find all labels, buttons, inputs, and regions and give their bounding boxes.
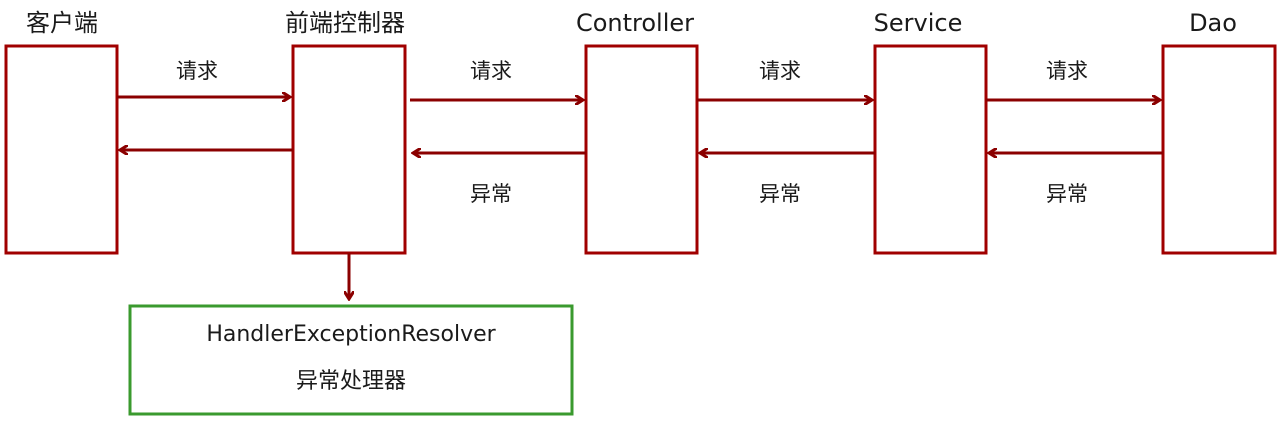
controller-title: Controller	[576, 9, 694, 37]
request-label-4: 请求	[1046, 59, 1088, 83]
exception-label-2: 异常	[759, 182, 801, 206]
request-label-2: 请求	[470, 59, 512, 83]
front-controller-title: 前端控制器	[285, 9, 405, 37]
exception-handler-box	[128, 304, 574, 416]
dao-box	[1161, 44, 1277, 255]
request-label-3: 请求	[759, 59, 801, 83]
dao-title: Dao	[1189, 9, 1237, 37]
service-box	[873, 44, 988, 255]
exception-label-1: 异常	[470, 182, 512, 206]
request-label-1: 请求	[176, 59, 218, 83]
client-box	[4, 44, 119, 255]
service-title: Service	[874, 9, 963, 37]
client-title: 客户端	[26, 9, 98, 37]
handler-subtitle: 异常处理器	[296, 369, 406, 394]
controller-box	[584, 44, 699, 255]
exception-label-3: 异常	[1046, 182, 1088, 206]
handler-name: HandlerExceptionResolver	[206, 322, 496, 347]
front-controller-box	[291, 44, 407, 255]
